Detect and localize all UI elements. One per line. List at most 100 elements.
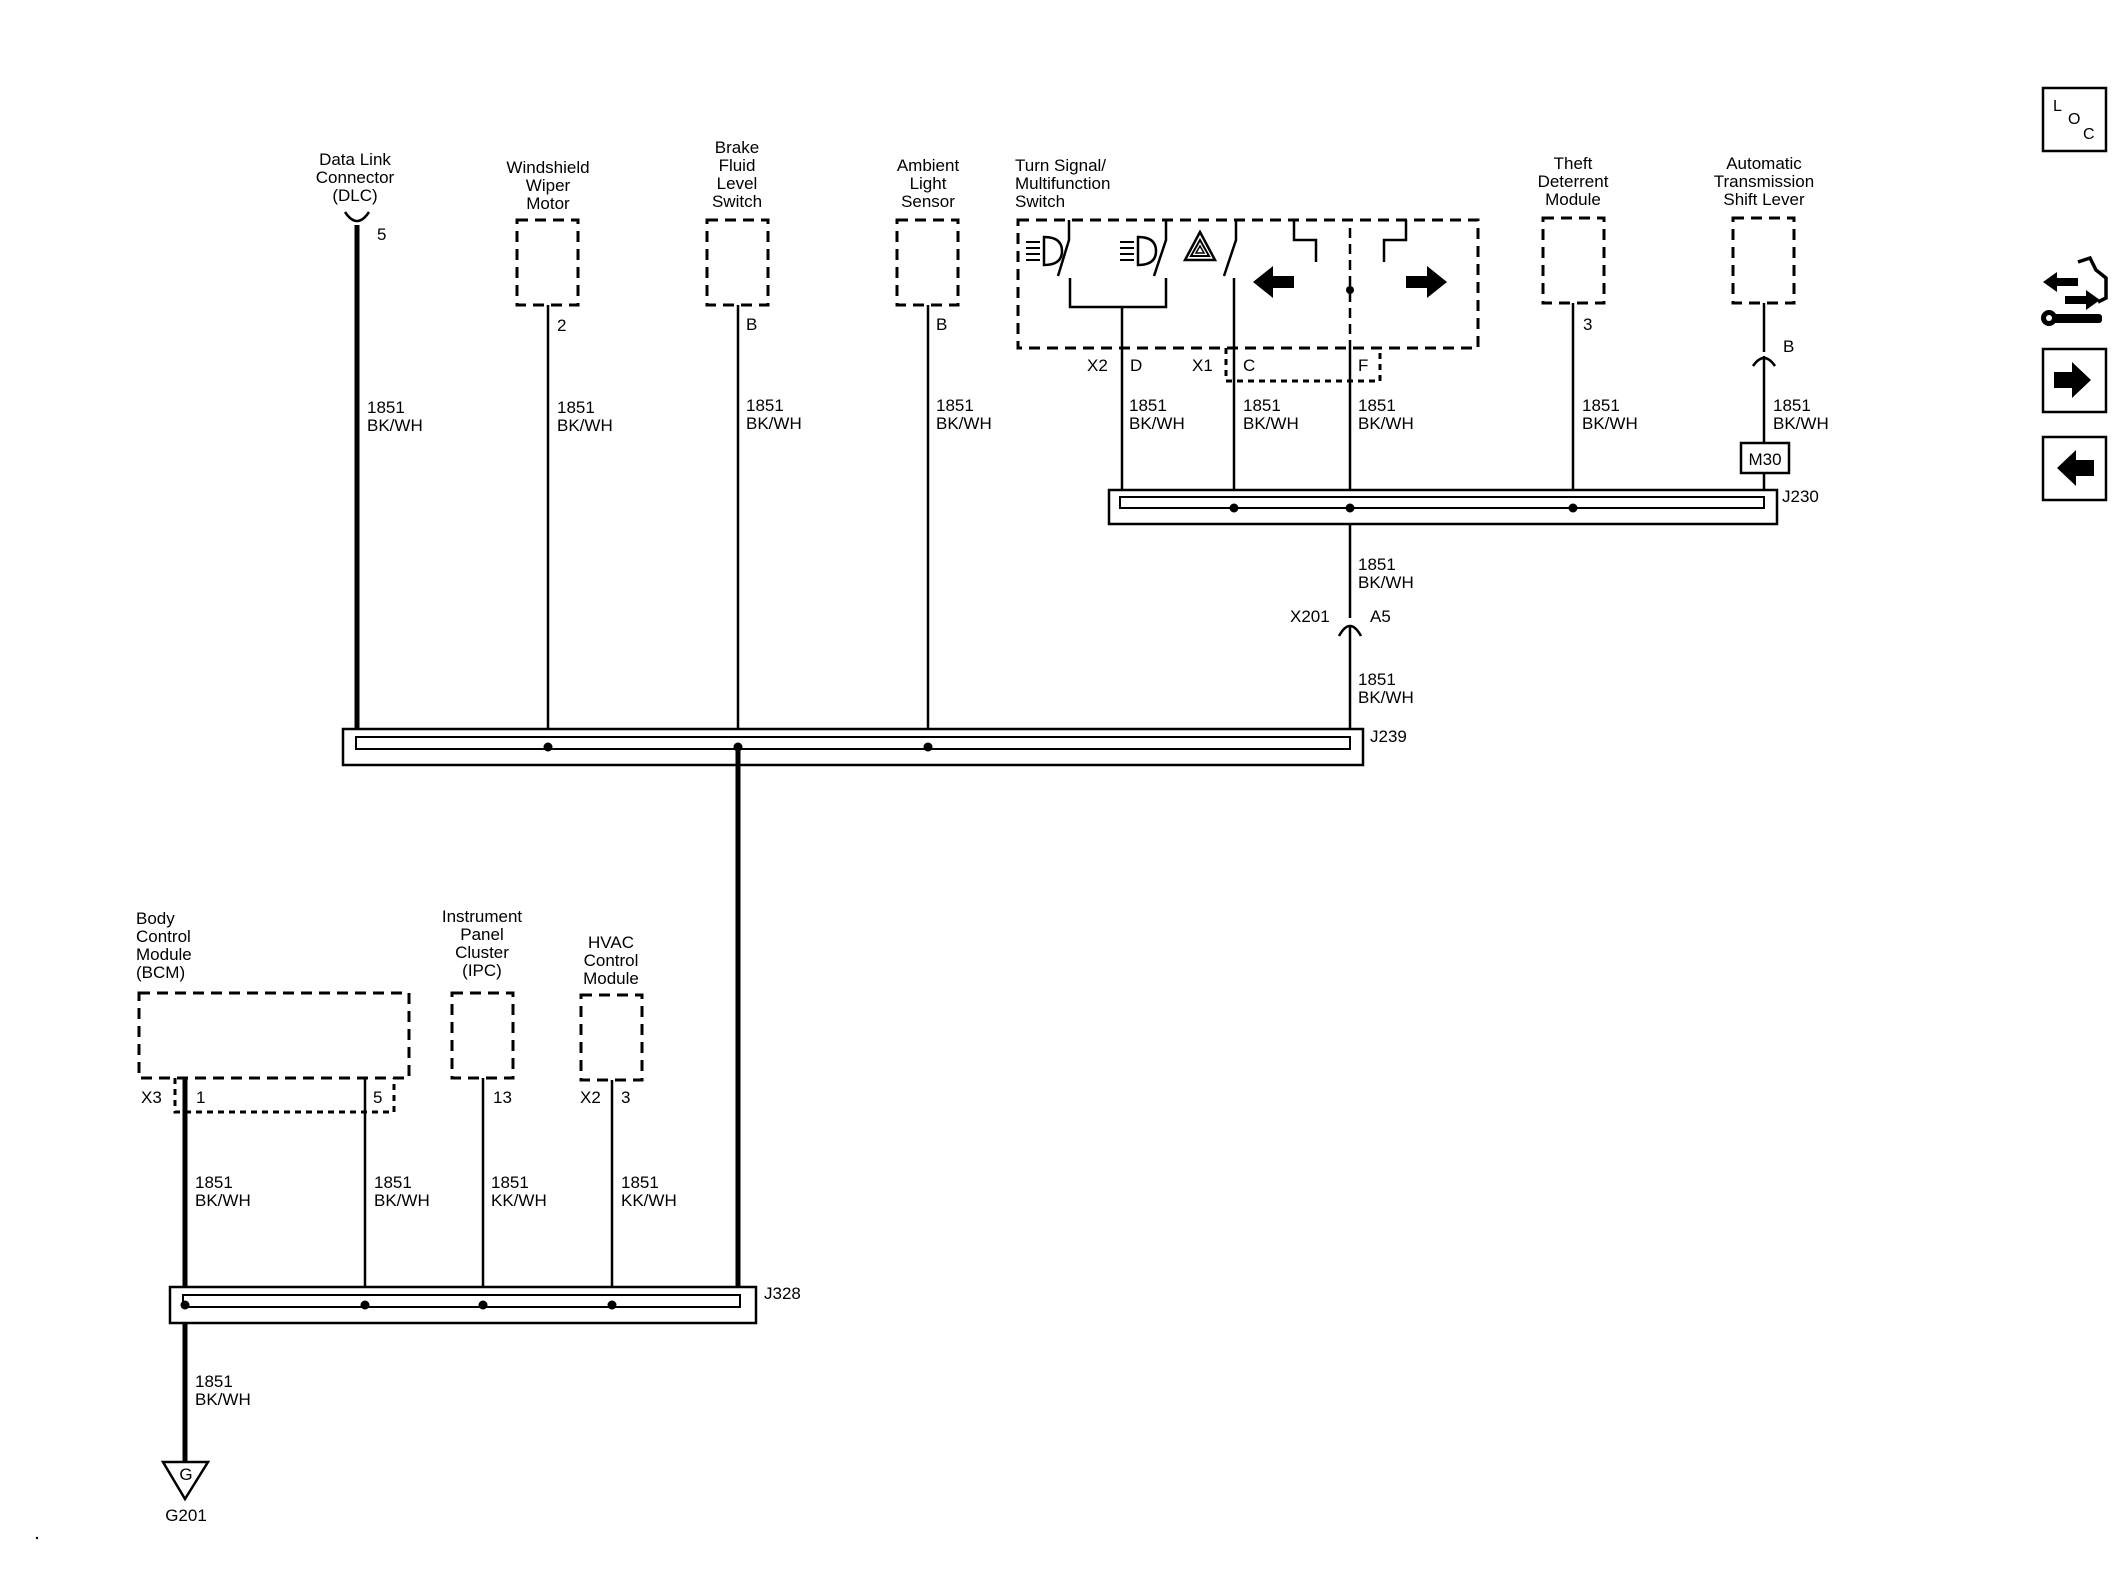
- theft-box: [1541, 216, 1606, 305]
- j230-out-wire-circuit: 1851: [1358, 555, 1396, 574]
- wiper-wire-circuit: 1851: [557, 398, 595, 417]
- wiper-label: Windshield: [506, 158, 589, 177]
- bcm-label: Control: [136, 927, 191, 946]
- bcm-pin-5: 5: [373, 1088, 382, 1107]
- bcm-label: Body: [136, 909, 175, 928]
- ipc-pin: 13: [493, 1088, 512, 1107]
- trans-label: Shift Lever: [1723, 190, 1805, 209]
- turn-c-wire-color: BK/WH: [1243, 414, 1299, 433]
- dlc-label: Connector: [316, 168, 395, 187]
- next-page-button[interactable]: [2041, 347, 2108, 414]
- button-frame: [2041, 86, 2108, 153]
- splice-node: [1568, 503, 1578, 513]
- turn-f-wire-color: BK/WH: [1358, 414, 1414, 433]
- trans-label: Transmission: [1714, 172, 1814, 191]
- ambient-label: Light: [910, 174, 947, 193]
- turn-label: Multifunction: [1015, 174, 1110, 193]
- ground-label: G201: [165, 1506, 207, 1525]
- brake-label: Level: [717, 174, 758, 193]
- switch-contact: [1382, 220, 1408, 262]
- brake-label: Brake: [715, 138, 759, 157]
- bcm-label: Module: [136, 945, 192, 964]
- dlc-pin: 5: [377, 225, 386, 244]
- ground-symbol-icon: [160, 1460, 211, 1502]
- brake-switch-component: Brake Fluid Level Switch B: [705, 138, 770, 334]
- hvac-x2-connector: X2: [580, 1088, 601, 1107]
- bcm1-wire-color: BK/WH: [195, 1191, 251, 1210]
- ipc-label: Cluster: [455, 943, 509, 962]
- wrench-repair-icon: [2041, 255, 2108, 326]
- turn-label: Switch: [1015, 192, 1065, 211]
- dlc-connector-symbol: [343, 211, 371, 223]
- hazard-icon: [1182, 229, 1218, 262]
- turn-x1-connector: X1: [1192, 356, 1213, 375]
- x201-out-wire-color: BK/WH: [1358, 688, 1414, 707]
- splice-node: [180, 1300, 190, 1310]
- ground-symbol-letter: G: [179, 1465, 192, 1484]
- hvac-box: [579, 993, 644, 1082]
- splice-node: [543, 742, 553, 752]
- ground-wire-color: BK/WH: [195, 1390, 251, 1409]
- repair-info-button[interactable]: [2041, 255, 2108, 326]
- wiper-label: Motor: [526, 194, 570, 213]
- ipc-wire-circuit: 1851: [491, 1173, 529, 1192]
- lamp-switch-bracket: [1068, 278, 1168, 309]
- location-icon-letter: C: [2083, 126, 2095, 143]
- splice-node: [1229, 503, 1239, 513]
- bcm-pin-1: 1: [196, 1088, 205, 1107]
- hvac-label: Module: [583, 969, 639, 988]
- brake-label: Switch: [712, 192, 762, 211]
- wiper-label: Wiper: [526, 176, 571, 195]
- hvac-label: Control: [584, 951, 639, 970]
- ambient-sensor-component: Ambient Light Sensor B: [895, 156, 960, 334]
- j230-splice: J230: [1107, 487, 1819, 526]
- turn-f-wire-circuit: 1851: [1358, 396, 1396, 415]
- j328-splice: J328: [168, 1284, 801, 1325]
- switch-contact: [1222, 220, 1238, 277]
- hvac-wire-circuit: 1851: [621, 1173, 659, 1192]
- brake-wire-color: BK/WH: [746, 414, 802, 433]
- j328-label: J328: [764, 1284, 801, 1303]
- splice-node: [478, 1300, 488, 1310]
- hvac-wire-color: KK/WH: [621, 1191, 677, 1210]
- theft-label: Theft: [1554, 154, 1593, 173]
- x201-label: X201: [1290, 607, 1330, 626]
- j239-splice: J239: [341, 727, 1407, 767]
- j239-label: J239: [1370, 727, 1407, 746]
- splice-node: [360, 1300, 370, 1310]
- ambient-pin: B: [936, 315, 947, 334]
- previous-page-button[interactable]: [2041, 435, 2108, 502]
- switch-contact: [1056, 220, 1071, 277]
- switch-pivot: [1346, 286, 1354, 294]
- x1-connector-box: [1224, 348, 1382, 383]
- m30-label: M30: [1748, 450, 1781, 469]
- turn-d-wire-circuit: 1851: [1129, 396, 1167, 415]
- splice-box: [1119, 496, 1765, 509]
- bcm-component: Body Control Module (BCM) X3 1 5: [136, 909, 411, 1114]
- bcm5-wire-color: BK/WH: [374, 1191, 430, 1210]
- bcm-x3-connector-box: [173, 1078, 396, 1114]
- ambient-wire-circuit: 1851: [936, 396, 974, 415]
- turn-c-wire-circuit: 1851: [1243, 396, 1281, 415]
- theft-module-component: Theft Deterrent Module 3: [1538, 154, 1609, 334]
- dlc-wire-circuit: 1851: [367, 398, 405, 417]
- splice-box: [182, 1294, 741, 1308]
- theft-wire-color: BK/WH: [1582, 414, 1638, 433]
- location-button[interactable]: L O C: [2041, 86, 2108, 153]
- switch-contact: [1292, 220, 1318, 262]
- wiper-component: Windshield Wiper Motor 2: [506, 158, 589, 335]
- turn-left-icon: [1253, 266, 1294, 298]
- splice-node: [923, 742, 933, 752]
- scan-dot: [35, 1536, 39, 1540]
- ipc-component: Instrument Panel Cluster (IPC) 13: [442, 907, 523, 1107]
- trans-label: Automatic: [1726, 154, 1802, 173]
- x201-pin: A5: [1370, 607, 1391, 626]
- brake-label: Fluid: [719, 156, 756, 175]
- turn-signal-switch-component: Turn Signal/ Multifunction Switch: [1015, 156, 1480, 383]
- headlamp-low-icon: [1026, 235, 1064, 267]
- x201-out-wire-circuit: 1851: [1358, 670, 1396, 689]
- trans-shift-lever-component: Automatic Transmission Shift Lever B: [1714, 154, 1814, 356]
- theft-wire-circuit: 1851: [1582, 396, 1620, 415]
- turn-pin-d: D: [1130, 356, 1142, 375]
- theft-label: Deterrent: [1538, 172, 1609, 191]
